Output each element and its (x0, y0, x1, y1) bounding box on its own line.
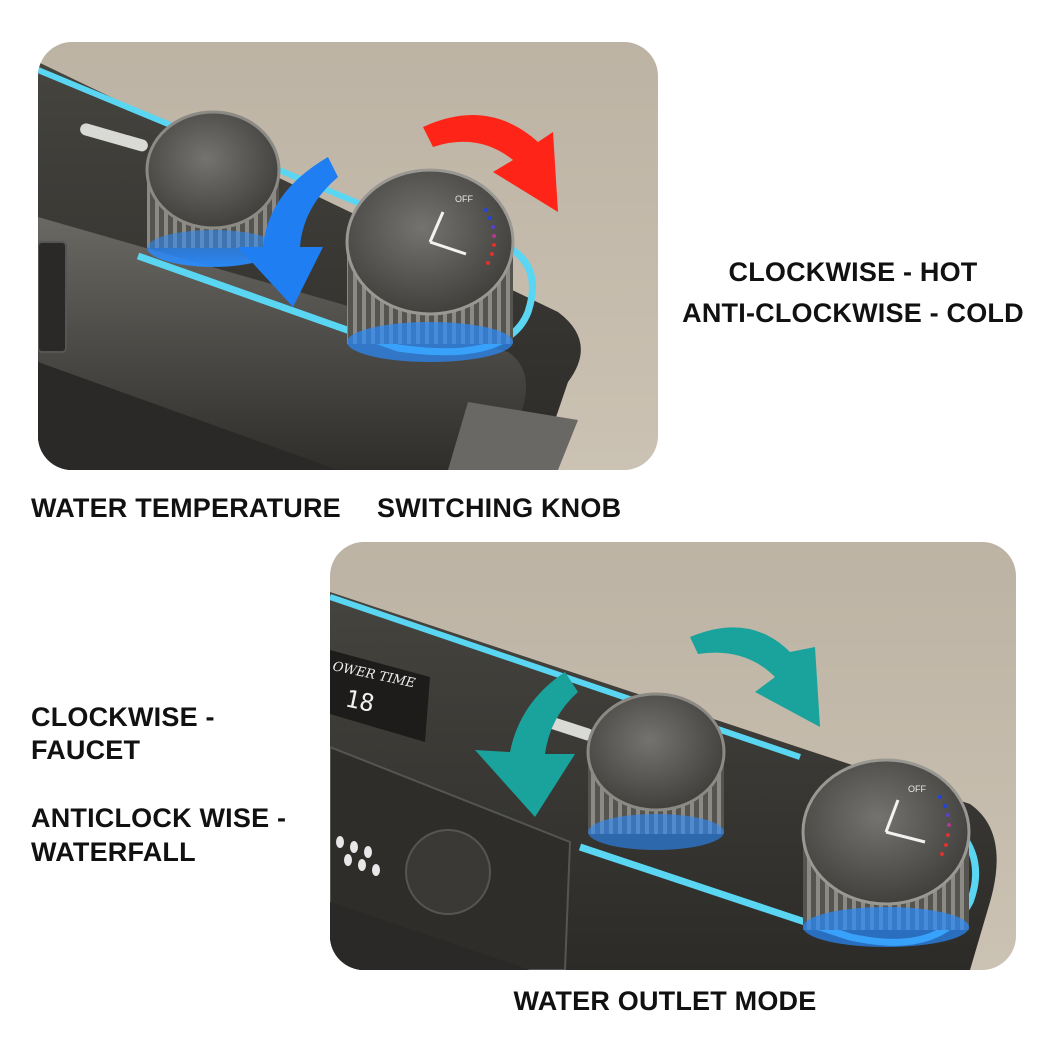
temperature-knob-photo: OFF (38, 42, 658, 470)
instruction-clockwise: CLOCKWISE - (31, 702, 215, 732)
clockwise-arrow-icon (423, 115, 558, 212)
knob-off-label: OFF (455, 194, 473, 204)
shower-time-display: OWER TIME 18 (330, 650, 430, 742)
outlet-mode-knob (586, 692, 726, 850)
instruction-hot: CLOCKWISE - HOT (728, 257, 978, 287)
switching-knob (145, 110, 281, 267)
display-value: 18 (343, 684, 377, 717)
button-dots-icon (336, 836, 380, 876)
instruction-cold: ANTI-CLOCKWISE - COLD (682, 298, 1024, 328)
temperature-knob: OFF (345, 168, 515, 362)
caption-switching-knob: SWITCHING KNOB (377, 493, 622, 523)
anticlockwise-arrow-icon (238, 157, 338, 307)
temperature-knob: OFF (801, 758, 971, 947)
round-button-icon (405, 829, 491, 915)
instruction-anticlockwise: ANTICLOCK WISE - (31, 803, 287, 833)
clockwise-arrow-icon (690, 627, 820, 727)
instruction-waterfall: WATERFALL (31, 837, 196, 867)
caption-water-temperature: WATER TEMPERATURE (31, 493, 341, 523)
knob-off-label: OFF (908, 784, 926, 794)
instruction-faucet: FAUCET (31, 735, 141, 765)
caption-water-outlet-mode: WATER OUTLET MODE (513, 986, 817, 1016)
outlet-mode-knob-photo: OWER TIME 18 (330, 542, 1016, 970)
anticlockwise-arrow-icon (475, 672, 578, 817)
